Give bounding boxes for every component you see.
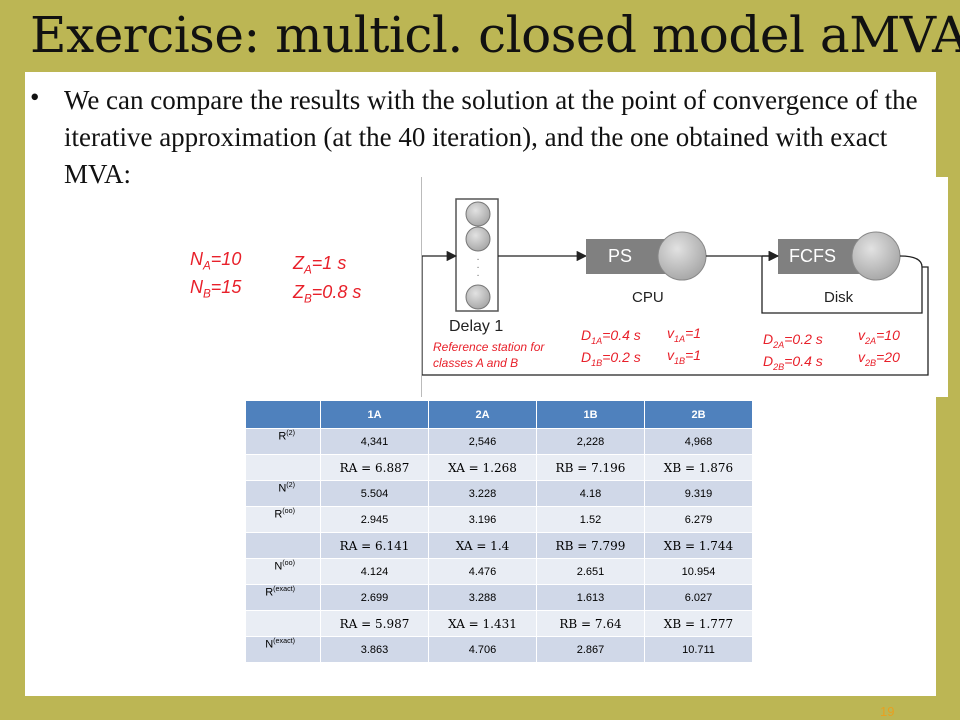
table-cell: 3.863 bbox=[320, 636, 429, 663]
table-cell: 2.867 bbox=[536, 636, 645, 663]
table-header-cell bbox=[245, 400, 321, 429]
table-cell: RB = 7.799 bbox=[536, 532, 645, 559]
slide-title: Exercise: multicl. closed model aMVA bbox=[30, 6, 960, 64]
row-label bbox=[245, 454, 321, 481]
row-label: N(oo) bbox=[245, 558, 321, 585]
delay-server-3 bbox=[465, 284, 491, 310]
param-d1a: D1A=0.4 s bbox=[581, 327, 641, 346]
param-v2a: v2A=10 bbox=[858, 327, 900, 346]
queueing-network-diagram: · · · PS FCFS CPU Disk Delay 1 Reference… bbox=[421, 177, 948, 397]
table-cell: XA = 1.268 bbox=[428, 454, 537, 481]
reference-note-line-2: classes A and B bbox=[433, 356, 519, 370]
delay-server-1 bbox=[465, 201, 491, 227]
row-label: R(oo) bbox=[245, 506, 321, 533]
table-cell: 4.18 bbox=[536, 480, 645, 507]
row-label bbox=[245, 610, 321, 637]
param-d1b: D1B=0.2 s bbox=[581, 349, 641, 368]
param-v1b: v1B=1 bbox=[667, 347, 702, 366]
row-label: R(exact) bbox=[245, 584, 321, 611]
delay-label: Delay 1 bbox=[449, 318, 504, 335]
param-v2b: v2B=20 bbox=[858, 349, 900, 368]
table-cell: 4.476 bbox=[428, 558, 537, 585]
table-cell: 4.124 bbox=[320, 558, 429, 585]
bullet-marker: • bbox=[30, 82, 40, 112]
table-cell: XA = 1.431 bbox=[428, 610, 537, 637]
table-cell: RB = 7.196 bbox=[536, 454, 645, 481]
table-cell: 2.651 bbox=[536, 558, 645, 585]
disk-server bbox=[851, 231, 901, 281]
table-cell: 3.288 bbox=[428, 584, 537, 611]
bullet-text: We can compare the results with the solu… bbox=[64, 85, 918, 189]
table-cell: 4.706 bbox=[428, 636, 537, 663]
row-label: N(2) bbox=[245, 480, 321, 507]
cpu-server bbox=[657, 231, 707, 281]
param-na: NA=10 bbox=[190, 249, 242, 273]
table-header-cell: 2B bbox=[644, 400, 753, 429]
table-cell: XB = 1.876 bbox=[644, 454, 753, 481]
param-v1a: v1A=1 bbox=[667, 325, 702, 344]
table-cell: RA = 6.141 bbox=[320, 532, 429, 559]
fcfs-label: FCFS bbox=[789, 246, 836, 266]
table-cell: 2.945 bbox=[320, 506, 429, 533]
table-cell: 9.319 bbox=[644, 480, 753, 507]
ps-label: PS bbox=[608, 246, 633, 266]
table-cell: RA = 6.887 bbox=[320, 454, 429, 481]
table-cell: RB = 7.64 bbox=[536, 610, 645, 637]
network-graphic: · · · bbox=[422, 198, 929, 376]
table-cell: XB = 1.777 bbox=[644, 610, 753, 637]
table-header-cell: 1B bbox=[536, 400, 645, 429]
table-cell: 5.504 bbox=[320, 480, 429, 507]
table-cell: 3.228 bbox=[428, 480, 537, 507]
table-cell: 2,228 bbox=[536, 428, 645, 455]
table-cell: 4,341 bbox=[320, 428, 429, 455]
param-d2b: D2B=0.4 s bbox=[763, 353, 823, 372]
table-cell: 2.699 bbox=[320, 584, 429, 611]
table-header-cell: 2A bbox=[428, 400, 537, 429]
row-label: N(exact) bbox=[245, 636, 321, 663]
table-cell: 6.027 bbox=[644, 584, 753, 611]
table-header-row: 1A 2A 1B 2B bbox=[245, 400, 753, 429]
svg-text:·: · bbox=[476, 255, 479, 266]
table-cell: RA = 5.987 bbox=[320, 610, 429, 637]
table-cell: XA = 1.4 bbox=[428, 532, 537, 559]
row-label bbox=[245, 532, 321, 559]
table-cell: 10.954 bbox=[644, 558, 753, 585]
table-cell: 3.196 bbox=[428, 506, 537, 533]
cpu-label: CPU bbox=[632, 289, 664, 306]
table-cell: 4,968 bbox=[644, 428, 753, 455]
table-cell: 1.613 bbox=[536, 584, 645, 611]
page-number: 19 bbox=[880, 704, 895, 719]
table-header-cell: 1A bbox=[320, 400, 429, 429]
delay-server-2 bbox=[465, 226, 491, 252]
table-cell: XB = 1.744 bbox=[644, 532, 753, 559]
param-zb: ZB=0.8 s bbox=[293, 282, 362, 306]
table-cell: 2,546 bbox=[428, 428, 537, 455]
param-d2a: D2A=0.2 s bbox=[763, 331, 823, 350]
param-nb: NB=15 bbox=[190, 277, 242, 301]
param-za: ZA=1 s bbox=[293, 253, 347, 277]
reference-note-line-1: Reference station for bbox=[433, 340, 545, 354]
svg-text:·: · bbox=[476, 263, 479, 274]
table-cell: 1.52 bbox=[536, 506, 645, 533]
table-cell: 10.711 bbox=[644, 636, 753, 663]
disk-label: Disk bbox=[824, 289, 854, 306]
row-label: R(2) bbox=[245, 428, 321, 455]
table-cell: 6.279 bbox=[644, 506, 753, 533]
svg-text:·: · bbox=[476, 271, 479, 282]
